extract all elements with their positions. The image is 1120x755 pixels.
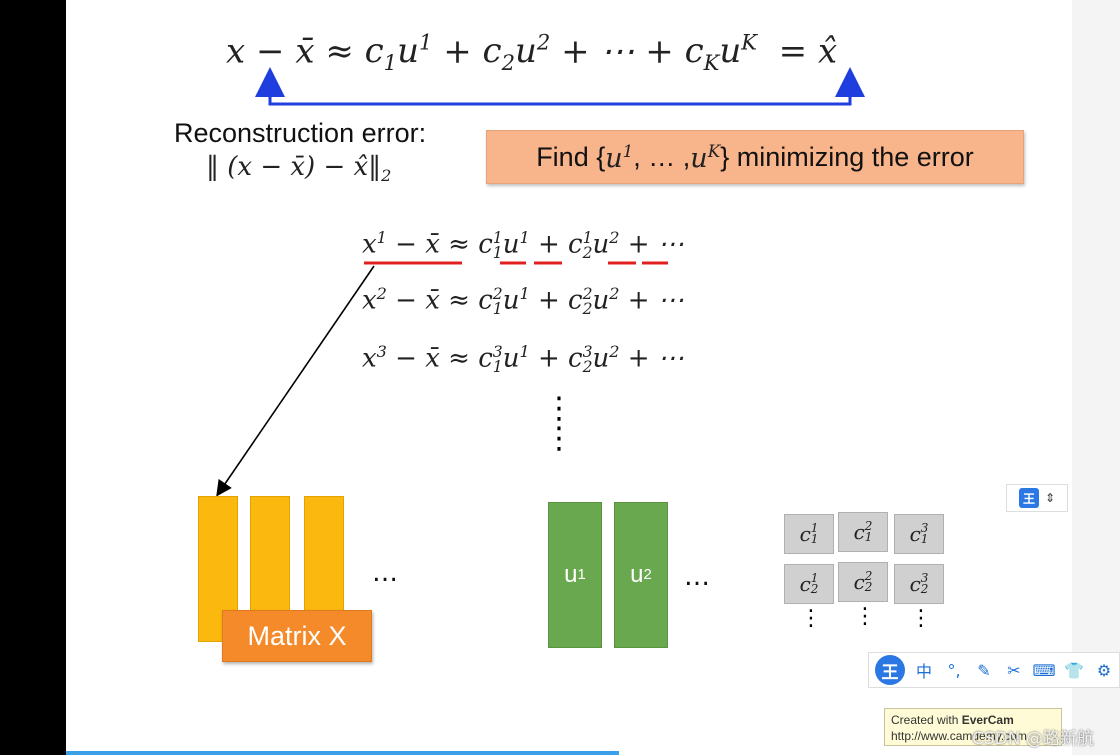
slide: x − x̄ ≈ c1u1 + c2u2 + ⋯ + cKuK = x̂ xyxy=(66,0,1072,755)
keyboard-icon[interactable]: ⌨ xyxy=(1032,660,1056,680)
video-progress-bar[interactable] xyxy=(66,751,619,755)
pen-icon[interactable]: ✎ xyxy=(977,660,991,680)
find-u-box: Find {u1, … , uK} minimizing the error xyxy=(486,130,1024,184)
evercam-badge: Created with EverCam http://www.camdemy.… xyxy=(884,708,1062,746)
connector-arrows xyxy=(216,67,865,497)
ime-logo-icon[interactable]: 王 xyxy=(1019,488,1039,508)
eq-plus-dots: + ⋯ + xyxy=(561,31,674,72)
settings-gear-icon[interactable]: ⚙ xyxy=(1096,660,1112,680)
ime-toolbar: 王 中 °, ✎ ✂ ⌨ 👕 ⚙ xyxy=(868,652,1120,688)
expand-arrows-icon[interactable]: ⇕ xyxy=(1045,491,1056,505)
vertical-dots: ⋮⋮ xyxy=(544,391,574,456)
matrix-column-2 xyxy=(250,496,290,618)
eq-cKuK: cKuK xyxy=(684,30,758,76)
reconstruction-error-formula: ‖ (x − x̄) − x̂‖2 xyxy=(206,152,392,186)
eq-plus: + xyxy=(443,31,472,72)
matrix-x-label: Matrix X xyxy=(222,610,372,662)
u-ellipsis: … xyxy=(684,562,710,592)
eq-xhat: x̂ xyxy=(817,31,838,72)
skin-icon[interactable]: 👕 xyxy=(1064,660,1084,680)
black-arrow xyxy=(216,265,375,497)
main-equation: x − x̄ ≈ c1u1 + c2u2 + ⋯ + cKuK = x̂ xyxy=(226,30,837,75)
c-grid-dots-1: ⋮ xyxy=(800,606,822,631)
punctuation-icon[interactable]: °, xyxy=(947,660,961,680)
eq-c2u2: c2u2 xyxy=(482,30,551,76)
ime-mini-toolbar[interactable]: 王 ⇕ xyxy=(1006,484,1068,512)
reconstruction-error-label: Reconstruction error: xyxy=(174,118,427,148)
matrix-column-3 xyxy=(304,496,344,618)
eq-c1u1: c1u1 xyxy=(364,30,433,76)
eq-equals: = xyxy=(778,31,808,72)
csdn-watermark: CSDN @路新航 xyxy=(972,729,1094,749)
matrix-ellipsis: … xyxy=(372,558,398,588)
right-margin xyxy=(1072,0,1120,755)
eq-xbar: x̄ xyxy=(295,31,315,72)
eq-x: x xyxy=(226,31,246,72)
blue-bracket-arrow xyxy=(268,84,852,106)
c-grid-dots-3: ⋮ xyxy=(910,606,932,631)
eq-approx: ≈ xyxy=(325,31,354,72)
c-grid-dots-2: ⋮ xyxy=(854,604,876,629)
eq-minus: − xyxy=(256,31,285,72)
chinese-mode-icon[interactable]: 中 xyxy=(915,662,932,681)
ime-logo-icon[interactable]: 王 xyxy=(875,655,905,685)
scissors-icon[interactable]: ✂ xyxy=(1007,660,1021,680)
